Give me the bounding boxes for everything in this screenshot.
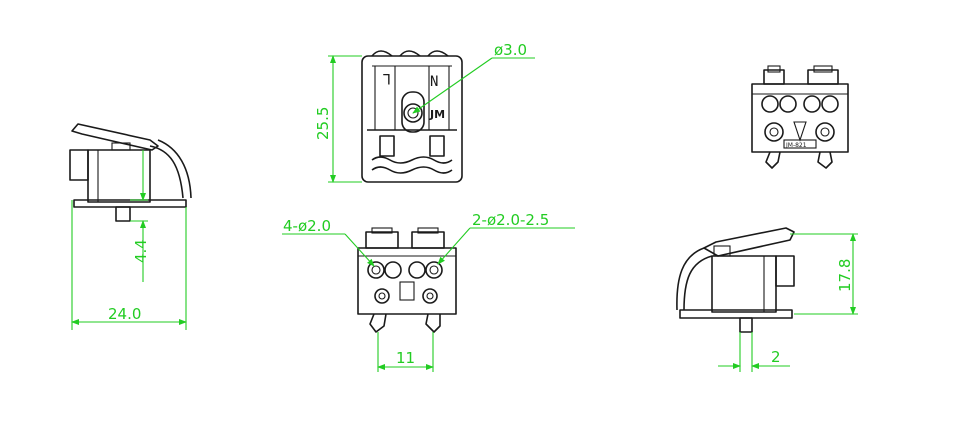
- top-view: L N JM 25.5 ø3.0: [314, 41, 535, 183]
- dim-small-holes: 4-ø2.0: [283, 217, 331, 235]
- left-side-view: 4.4 24.0: [69, 123, 192, 330]
- dim-tab-4-4: 4.4: [132, 239, 150, 263]
- part-number: JM-821: [785, 142, 807, 149]
- label-n: N: [430, 74, 438, 90]
- dim-width-24-0: 24.0: [108, 305, 141, 323]
- dim-hole-3-0: ø3.0: [494, 41, 527, 59]
- dim-spacing-11: 11: [396, 349, 415, 367]
- dim-tab-2: 2: [771, 348, 781, 366]
- dim-wire-holes: 2-ø2.0-2.5: [472, 211, 549, 229]
- dim-height-17-8: 17.8: [836, 259, 854, 292]
- label-l: L: [383, 70, 391, 86]
- right-side-view: 17.8 2: [676, 227, 858, 372]
- rear-view: JM-821: [751, 65, 849, 169]
- dim-height-25-5: 25.5: [314, 107, 332, 140]
- brand-mark: JM: [429, 108, 445, 121]
- front-view: 4-ø2.0 2-ø2.0-2.5 11: [282, 211, 575, 372]
